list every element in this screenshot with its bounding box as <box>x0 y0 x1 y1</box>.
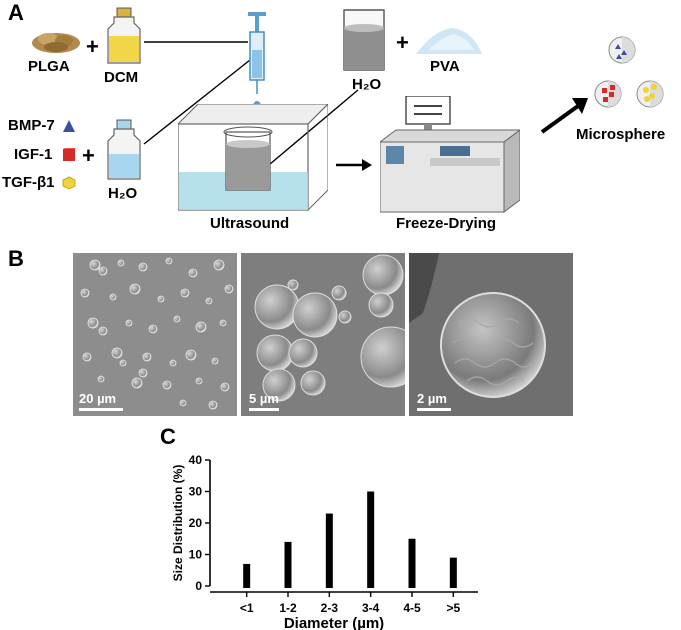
pva-powder-icon <box>416 28 482 54</box>
x-tick-label-2: 2-3 <box>321 601 339 615</box>
ultrasound-label: Ultrasound <box>210 215 290 232</box>
scale-label-1: 20 µm <box>79 391 117 406</box>
ultrasound-bath-icon <box>178 104 328 212</box>
microsphere-label: Microsphere <box>576 126 666 143</box>
bar-2 <box>325 513 333 588</box>
arrow-diagonal-icon <box>540 98 588 134</box>
scale-bar-3 <box>417 408 451 411</box>
cube-icon <box>63 148 76 161</box>
arrow-right-icon <box>336 159 372 171</box>
plus-sign: + <box>86 34 99 59</box>
water-label-1: H₂O <box>108 185 138 202</box>
freeze-dryer-icon <box>380 96 520 213</box>
panel-a-label: A <box>8 0 24 25</box>
bar-0 <box>243 563 251 588</box>
hexagon-icon <box>62 176 76 190</box>
scale-label-2: 5 µm <box>249 391 279 406</box>
x-tick-label-5: >5 <box>446 601 460 615</box>
plga-granules-icon <box>32 33 80 53</box>
y-tick-label-10: 10 <box>189 548 203 562</box>
water-label-2: H₂O <box>352 76 382 93</box>
x-tick-label-4: 4-5 <box>403 601 421 615</box>
bar-4 <box>408 538 416 588</box>
panel-c-label: C <box>160 424 176 449</box>
x-tick-label-3: 3-4 <box>362 601 380 615</box>
scale-bar-1 <box>79 408 123 411</box>
bmp7-label: BMP-7 <box>8 117 55 134</box>
freeze-drying-label: Freeze-Drying <box>396 215 497 232</box>
x-tick-label-0: <1 <box>240 601 254 615</box>
scale-bar-2 <box>249 408 279 411</box>
panel-b-label: B <box>8 246 24 271</box>
plus-sign-3: + <box>396 30 409 55</box>
bar-5 <box>449 557 457 588</box>
triangle-icon <box>63 120 75 132</box>
dcm-bottle-icon <box>107 7 141 64</box>
sem-image-high-mag: 2 µm <box>409 253 573 416</box>
scale-label-3: 2 µm <box>417 391 447 406</box>
beaker-icon <box>343 9 385 71</box>
y-tick-label-30: 30 <box>189 485 203 499</box>
water-bottle-icon <box>107 119 141 180</box>
pva-label: PVA <box>430 58 460 75</box>
x-tick-label-1: 1-2 <box>279 601 297 615</box>
y-tick-label-40: 40 <box>189 453 203 467</box>
dcm-label: DCM <box>104 69 139 86</box>
y-axis-title: Size Distribution (%) <box>171 465 185 582</box>
y-tick-label-0: 0 <box>195 579 202 593</box>
plus-sign-2: + <box>82 143 95 168</box>
y-tick-label-20: 20 <box>189 516 203 530</box>
sem-image-low-mag: 20 µm <box>73 253 237 416</box>
tgfb1-label: TGF-β1 <box>2 174 55 191</box>
microspheres-icon <box>594 36 664 108</box>
sem-image-mid-mag: 5 µm <box>241 253 405 416</box>
bar-3 <box>367 491 375 588</box>
bar-1 <box>284 541 292 588</box>
igf1-label: IGF-1 <box>14 146 53 163</box>
x-axis-title: Diameter (µm) <box>284 615 384 630</box>
plga-label: PLGA <box>28 58 70 75</box>
